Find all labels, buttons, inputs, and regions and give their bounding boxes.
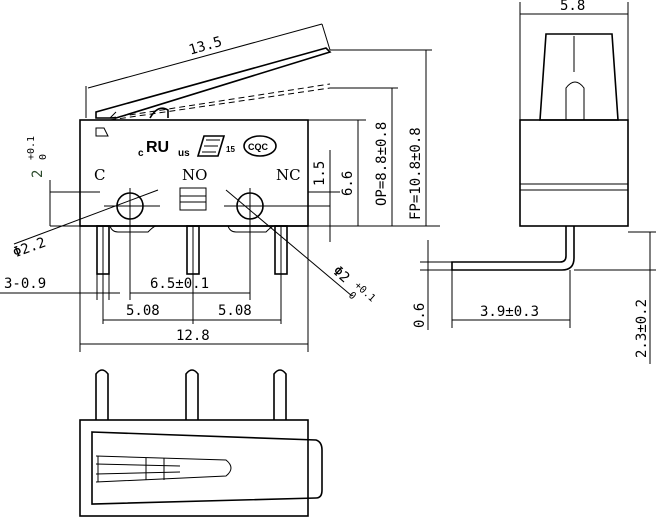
bottom-pin-2 [185,369,199,420]
width-label: 5.8 [560,0,585,14]
enec-logo: 15 [196,135,235,157]
pin-thickness-label: 0.6 [412,303,428,328]
ul-logo: c RU us [138,139,190,159]
lever-pressed-outline-2 [109,83,331,119]
top-offset-tol-lower: 0 [38,154,49,160]
lever-pressed-outline [109,87,331,121]
body-length-label: 12.8 [176,328,210,344]
lever-length-label: 13.5 [187,34,224,59]
fp-label: FP=10.8±0.8 [408,127,424,220]
svg-text:CQC: CQC [248,142,269,152]
svg-text:us: us [178,148,190,159]
lever-ext-right [321,23,331,51]
no-indicator-window [179,187,207,211]
bottom-lever-slot [95,455,232,483]
bottom-lever-groove-2 [95,471,181,475]
svg-text:c: c [138,148,144,159]
dim-1-5-label: 1.5 [312,161,328,186]
svg-text:15: 15 [226,145,235,154]
right-hole-leader [225,189,353,297]
bottom-pin-3 [273,369,287,420]
bottom-lever-groove [95,463,181,467]
lever-dim-line [87,23,323,89]
plunger-slot [565,81,585,120]
side-body [519,119,629,227]
top-offset-tol-upper: +0.1 [26,136,37,160]
right-hole-dia-label: Φ2 [329,263,352,286]
dim-6-6-label: 6.6 [340,171,356,196]
front-view: 13.5 C NO NC c RU us [0,23,440,352]
bend-length-label: 3.9±0.3 [480,304,539,320]
left-hole-dia-label: Φ2.2 [11,235,48,262]
side-view: 5.8 0.6 3.9±0.3 2.3±0.2 [412,0,656,364]
terminal-label-nc: NC [276,166,301,184]
plunger-body [539,33,619,121]
pin-height-label: 2.3±0.2 [634,299,650,358]
terminal-label-no: NO [182,166,207,184]
bottom-lever [91,431,323,505]
right-hole-boss [227,225,275,233]
left-hole-leader [13,189,159,245]
op-label: OP=8.8±0.8 [374,122,390,206]
lever-arm [95,47,332,119]
top-offset-label: 2 [30,170,46,178]
pin-spacing-label: 6.5±0.1 [150,276,209,292]
svg-text:RU: RU [146,139,169,156]
bottom-view [79,369,323,517]
right-hole-tol-lower: 0 [346,290,358,302]
pin-pitch-left-label: 5.08 [126,303,160,319]
body-mark [95,127,109,137]
terminal-label-c: C [94,166,105,184]
pin-width-label: 3-0.9 [4,276,46,292]
lever-hinge [109,111,117,119]
actuator-bump [149,107,169,119]
bent-terminal [451,226,575,271]
cqc-logo: CQC [243,135,277,157]
bottom-pin-1 [95,369,109,420]
pin-pitch-right-label: 5.08 [218,303,252,319]
bottom-body [79,419,309,517]
left-hole-boss [109,225,157,233]
